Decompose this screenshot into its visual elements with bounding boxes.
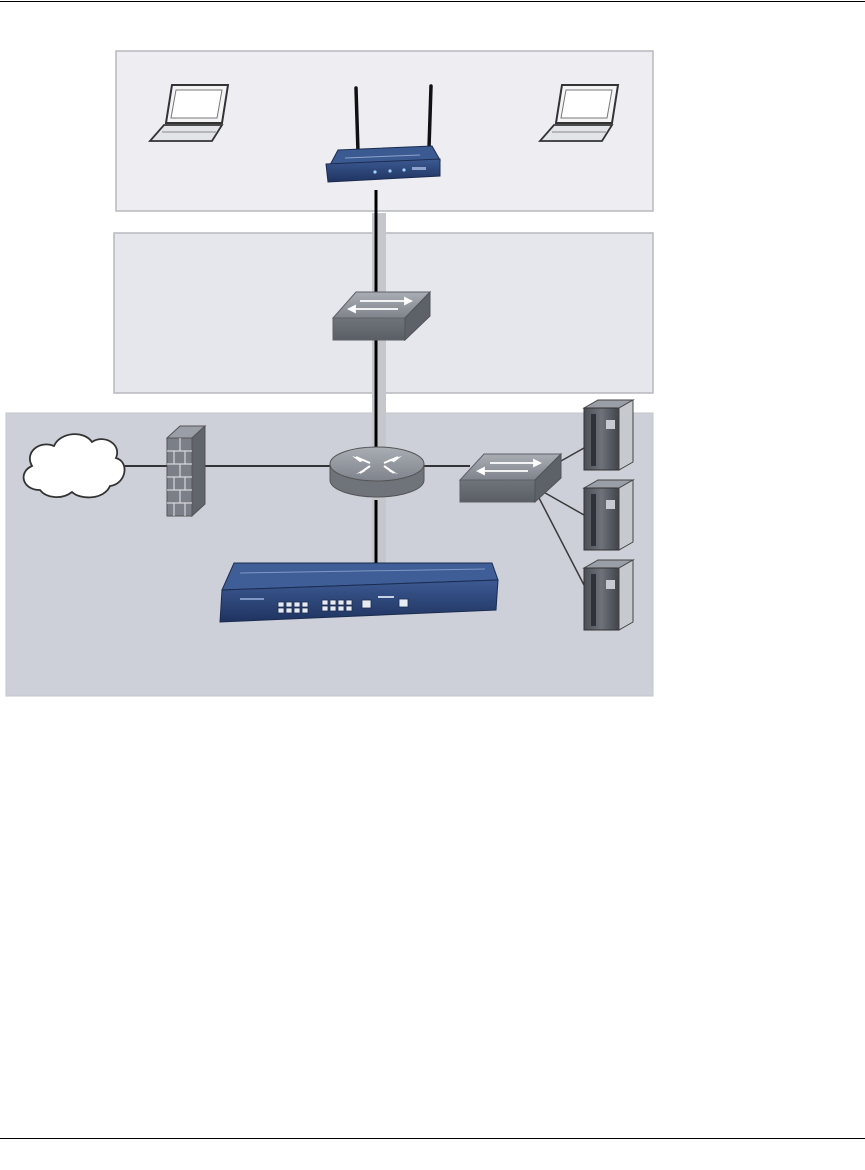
firewall-icon xyxy=(167,426,205,516)
server-icon xyxy=(584,560,633,630)
server-icon xyxy=(584,400,633,470)
router-icon xyxy=(330,447,424,497)
bottom-rule xyxy=(0,1138,865,1139)
trunk-link-gray xyxy=(372,213,386,573)
server-icon xyxy=(584,480,633,550)
